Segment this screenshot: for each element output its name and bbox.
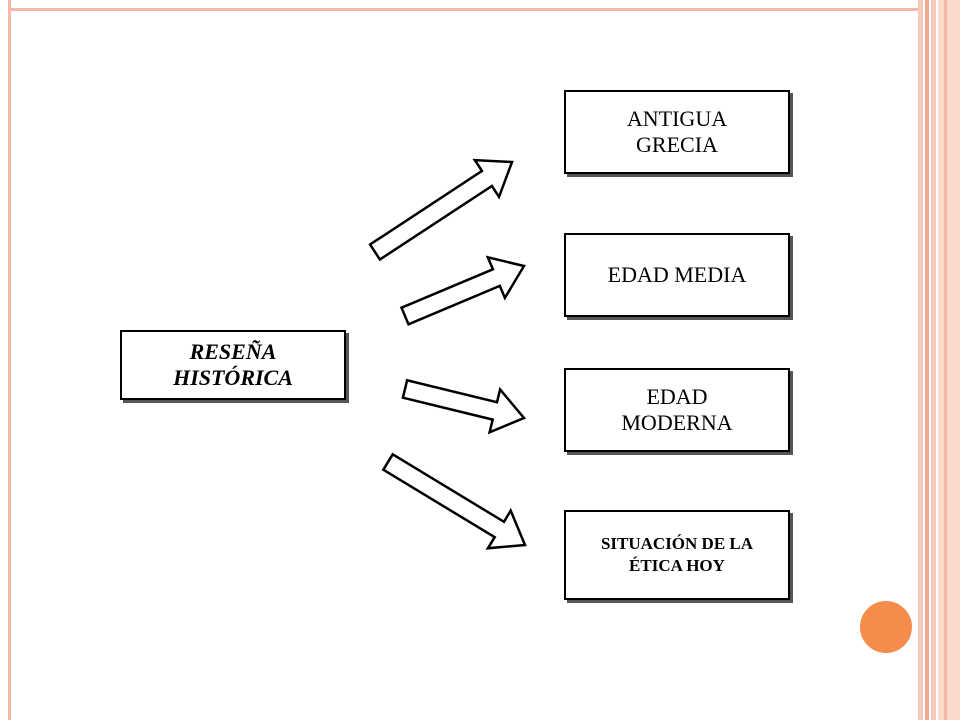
center-node-resena-historica: RESEÑA HISTÓRICA <box>120 330 346 400</box>
slide-frame-top <box>8 8 920 11</box>
arrow-to-edad-moderna <box>401 378 527 435</box>
slide-frame-left <box>8 0 11 720</box>
node-edad-moderna: EDAD MODERNA <box>564 368 790 452</box>
decorative-stripe <box>925 0 929 720</box>
node-label: EDAD MEDIA <box>607 262 747 287</box>
decorative-stripe <box>938 0 960 720</box>
arrow-to-edad-media <box>399 255 526 326</box>
node-edad-media: EDAD MEDIA <box>564 233 790 317</box>
arrow-to-situacion-etica <box>381 452 527 550</box>
node-label: ANTIGUA GRECIA <box>626 106 728 157</box>
decorative-stripe <box>918 0 923 720</box>
node-situacion-etica-hoy: SITUACIÓN DE LA ÉTICA HOY <box>564 510 790 600</box>
decorative-stripe <box>944 0 947 720</box>
node-label: EDAD MODERNA <box>621 384 733 435</box>
node-label: SITUACIÓN DE LA ÉTICA HOY <box>600 534 754 575</box>
arrow-to-antigua-grecia <box>368 158 514 262</box>
decorative-stripe <box>931 0 936 720</box>
center-node-label: RESEÑA HISTÓRICA <box>173 339 293 390</box>
decorative-orange-dot <box>857 598 915 656</box>
node-antigua-grecia: ANTIGUA GRECIA <box>564 90 790 174</box>
